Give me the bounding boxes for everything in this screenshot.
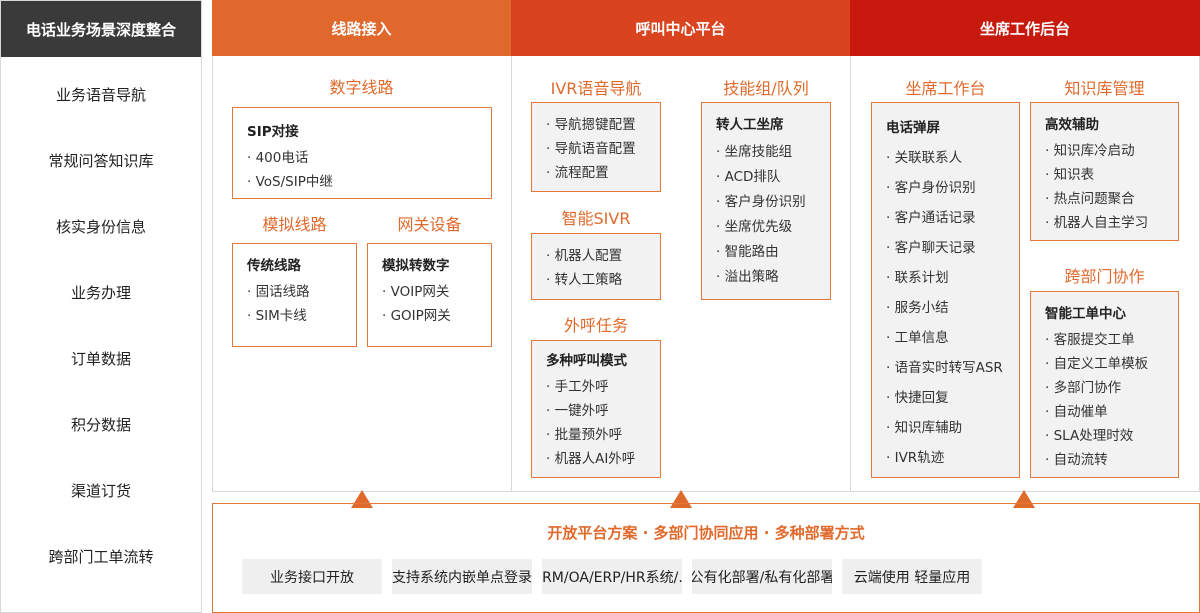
- list-item: 客户聊天记录: [886, 233, 1005, 263]
- list-item: 一键外呼: [546, 399, 646, 423]
- list-item: 机器人AI外呼: [546, 447, 646, 471]
- list-item: 工单信息: [886, 323, 1005, 353]
- feature-pill-deployment: 公有化部署/私有化部署: [692, 559, 832, 594]
- list-item: 转人工策略: [546, 268, 646, 292]
- list-item: 固话线路: [247, 280, 342, 304]
- list-item: 导航摁键配置: [546, 113, 646, 137]
- feature-pill-sso: 支持系统内嵌单点登录: [392, 559, 532, 594]
- sidebar-item-channel-ordering[interactable]: 渠道订货: [70, 482, 131, 500]
- list-item: 知识库冷启动: [1045, 139, 1164, 163]
- box-title: 多种呼叫模式: [546, 353, 627, 369]
- list-item: 客户身份识别: [886, 173, 1005, 203]
- knowledge-box: 高效辅助 知识库冷启动 知识表 热点问题聚合 机器人自主学习: [1030, 102, 1179, 241]
- column-divider: [850, 56, 851, 492]
- section-title-ivr: IVR语音导航: [550, 79, 642, 98]
- outbound-box: 多种呼叫模式 手工外呼 一键外呼 批量预外呼 机器人AI外呼: [531, 340, 661, 478]
- box-title: 传统线路: [247, 258, 301, 274]
- sidebar-item-points-data[interactable]: 积分数据: [70, 416, 131, 434]
- list-item: 机器人配置: [546, 244, 646, 268]
- section-title-sivr: 智能SIVR: [561, 209, 631, 228]
- analog-box: 传统线路 固话线路 SIM卡线: [232, 243, 357, 347]
- list-item: 手工外呼: [546, 375, 646, 399]
- column-header-call-center: 呼叫中心平台: [511, 0, 850, 56]
- box-title: 转人工坐席: [716, 117, 784, 133]
- list-item: 坐席优先级: [716, 215, 816, 240]
- list-item: GOIP网关: [382, 304, 477, 328]
- sidebar-item-order-data[interactable]: 订单数据: [70, 350, 131, 368]
- list-item: 机器人自主学习: [1045, 211, 1164, 235]
- list-item: 自定义工单模板: [1045, 352, 1164, 376]
- list-item: 知识库辅助: [886, 413, 1005, 443]
- list-item: 溢出策略: [716, 265, 816, 290]
- list-item: 坐席技能组: [716, 140, 816, 165]
- list-item: 400电话: [247, 146, 477, 170]
- list-item: SIM卡线: [247, 304, 342, 328]
- section-title-analog-line: 模拟线路: [262, 215, 327, 234]
- open-platform-panel: 开放平台方案 · 多部门协同应用 · 多种部署方式 业务接口开放 支持系统内嵌单…: [212, 503, 1200, 613]
- list-item: IVR轨迹: [886, 443, 1005, 473]
- box-title: 高效辅助: [1045, 117, 1099, 133]
- section-title-workbench: 坐席工作台: [905, 79, 986, 98]
- list-item: 自动流转: [1045, 448, 1164, 472]
- sidebar-item-cross-dept-ticket[interactable]: 跨部门工单流转: [48, 548, 154, 566]
- sidebar-item-faq-knowledge[interactable]: 常规问答知识库: [48, 152, 154, 170]
- section-title-gateway: 网关设备: [397, 215, 462, 234]
- column-divider: [511, 56, 512, 492]
- list-item: 联系计划: [886, 263, 1005, 293]
- list-item: 客户通话记录: [886, 203, 1005, 233]
- list-item: 快捷回复: [886, 383, 1005, 413]
- list-item: 智能路由: [716, 240, 816, 265]
- list-item: 导航语音配置: [546, 137, 646, 161]
- sivr-box: 机器人配置 转人工策略: [531, 233, 661, 300]
- scenario-sidebar: 电话业务场景深度整合 业务语音导航 常规问答知识库 核实身份信息 业务办理 订单…: [0, 0, 202, 613]
- sidebar-item-business-handling[interactable]: 业务办理: [70, 284, 131, 302]
- list-item: 关联联系人: [886, 143, 1005, 173]
- sidebar-title: 电话业务场景深度整合: [1, 1, 201, 57]
- sip-box: SIP对接 400电话 VoS/SIP中继: [232, 107, 492, 199]
- sidebar-item-identity-check[interactable]: 核实身份信息: [55, 218, 146, 236]
- section-title-outbound: 外呼任务: [563, 316, 628, 335]
- list-item: 客户身份识别: [716, 190, 816, 215]
- list-item: SLA处理时效: [1045, 424, 1164, 448]
- section-title-digital-line: 数字线路: [329, 78, 394, 97]
- cross-dept-box: 智能工单中心 客服提交工单 自定义工单模板 多部门协作 自动催单 SLA处理时效…: [1030, 291, 1179, 478]
- section-title-knowledge: 知识库管理: [1064, 79, 1145, 98]
- feature-pill-api-open: 业务接口开放: [242, 559, 382, 594]
- box-title: 电话弹屏: [886, 120, 940, 136]
- column-header-line-access: 线路接入: [212, 0, 511, 56]
- box-title: 模拟转数字: [382, 258, 450, 274]
- section-title-skill-queue: 技能组/队列: [723, 79, 809, 98]
- list-item: 自动催单: [1045, 400, 1164, 424]
- list-item: VoS/SIP中继: [247, 170, 477, 194]
- list-item: VOIP网关: [382, 280, 477, 304]
- list-item: 热点问题聚合: [1045, 187, 1164, 211]
- section-title-cross-dept: 跨部门协作: [1064, 267, 1145, 286]
- sidebar-item-voice-navigation[interactable]: 业务语音导航: [55, 86, 146, 104]
- list-item: 流程配置: [546, 161, 646, 185]
- feature-pill-crm-systems: CRM/OA/ERP/HR系统/...: [542, 559, 682, 594]
- list-item: 客服提交工单: [1045, 328, 1164, 352]
- box-title: SIP对接: [247, 124, 299, 140]
- feature-pill-cloud: 云端使用 轻量应用: [842, 559, 982, 594]
- workbench-box: 电话弹屏 关联联系人 客户身份识别 客户通话记录 客户聊天记录 联系计划 服务小…: [871, 102, 1020, 478]
- ivr-box: 导航摁键配置 导航语音配置 流程配置: [531, 102, 661, 192]
- list-item: 语音实时转写ASR: [886, 353, 1005, 383]
- box-title: 智能工单中心: [1045, 306, 1126, 322]
- open-platform-title: 开放平台方案 · 多部门协同应用 · 多种部署方式: [547, 524, 865, 542]
- list-item: 服务小结: [886, 293, 1005, 323]
- gateway-box: 模拟转数字 VOIP网关 GOIP网关: [367, 243, 492, 347]
- list-item: 多部门协作: [1045, 376, 1164, 400]
- list-item: 知识表: [1045, 163, 1164, 187]
- column-header-agent-backend: 坐席工作后台: [850, 0, 1200, 56]
- list-item: ACD排队: [716, 165, 816, 190]
- list-item: 批量预外呼: [546, 423, 646, 447]
- skills-box: 转人工坐席 坐席技能组 ACD排队 客户身份识别 坐席优先级 智能路由 溢出策略: [701, 102, 831, 300]
